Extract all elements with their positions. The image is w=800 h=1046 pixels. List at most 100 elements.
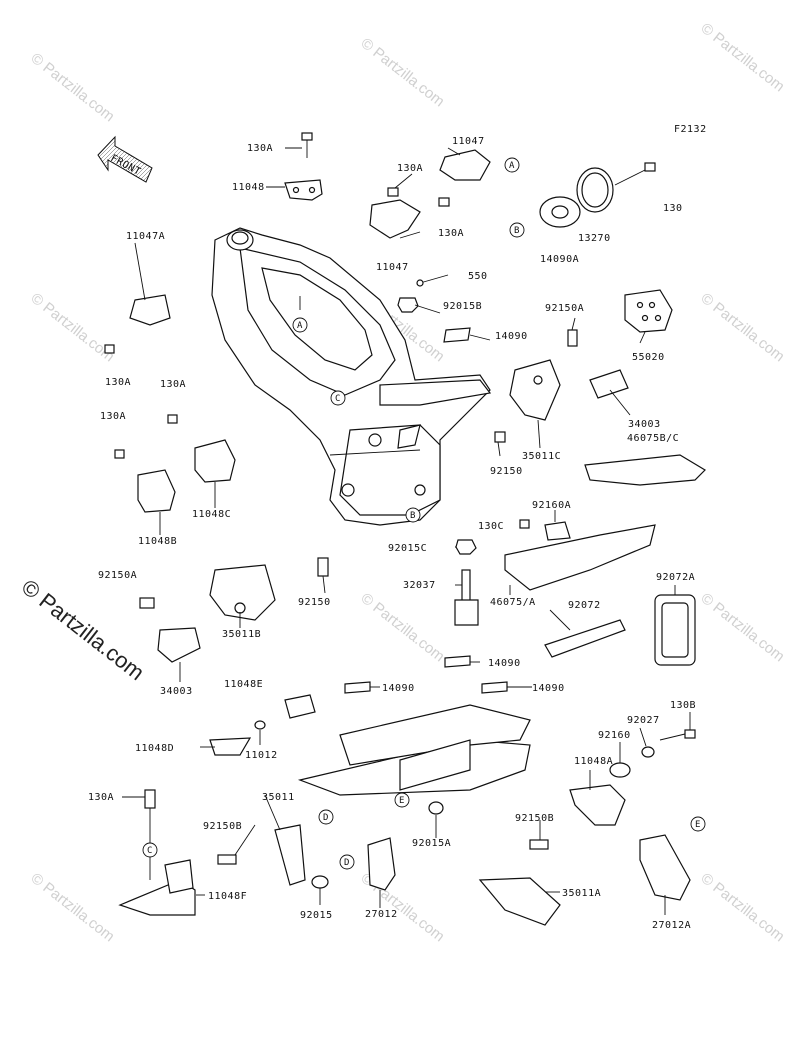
bracket-11048c (194, 439, 236, 483)
bracket-11047a (104, 294, 171, 354)
footrest-bracket-35011a (478, 877, 561, 926)
footrest-55020 (624, 289, 673, 333)
watermark-text: © Partzilla.com (698, 870, 788, 946)
ref-circle: A (504, 157, 520, 173)
part-label: 92015A (412, 838, 451, 849)
ref-circle: B (405, 507, 421, 523)
part-label: 130A (105, 377, 131, 388)
part-label: 35011A (562, 888, 601, 899)
footrest-bracket-35011 (274, 824, 306, 886)
svg-text:B: B (514, 226, 519, 236)
part-label: 14090 (382, 683, 415, 694)
footrest-bracket-35011b (209, 564, 276, 621)
part-label: 11048E (224, 679, 263, 690)
part-label: 92072 (568, 600, 601, 611)
ref-circle: B (509, 222, 525, 238)
part-label: 92150 (490, 466, 523, 477)
pads-14090 (344, 655, 508, 694)
bracket-11048a (569, 784, 626, 826)
pad-14090 (443, 327, 471, 343)
part-label: 46075/A (490, 597, 536, 608)
svg-text:A: A (297, 321, 303, 331)
part-label: 550 (468, 271, 488, 282)
ref-circle: E (690, 816, 706, 832)
bolt-130a-low (144, 789, 156, 809)
svg-text:B: B (410, 511, 415, 521)
watermark-text: © Partzilla.com (28, 290, 118, 366)
part-label: 35011C (522, 451, 561, 462)
front-arrow-icon: FRONT (97, 135, 153, 183)
grommet-92160a (544, 521, 571, 541)
bolts-130a-left (114, 414, 178, 459)
watermark-side: © Partzilla.com (17, 574, 149, 685)
part-label: 32037 (403, 580, 436, 591)
part-label: 14090A (540, 254, 579, 265)
part-label: 92150A (545, 303, 584, 314)
watermark-text: © Partzilla.com (358, 590, 448, 666)
subframe (297, 704, 531, 796)
part-label: 11047A (126, 231, 165, 242)
part-label: 130A (247, 143, 273, 154)
footrest-bracket-35011c (509, 359, 561, 421)
guard-27012 (367, 837, 396, 891)
part-label: 92015B (443, 301, 482, 312)
part-label: 92150A (98, 570, 137, 581)
bolt-92150b-l (217, 854, 237, 865)
part-label: 35011B (222, 629, 261, 640)
bracket-11048e (284, 694, 316, 719)
part-label: 130B (670, 700, 696, 711)
watermark-text: © Partzilla.com (698, 20, 788, 96)
ref-circle: C (330, 390, 346, 406)
part-label: 130A (397, 163, 423, 174)
cap-11012 (254, 720, 266, 730)
part-label: 13270 (578, 233, 611, 244)
peg-34003-l (157, 627, 201, 663)
part-label: 92015C (388, 543, 427, 554)
ref-circle: D (318, 809, 334, 825)
ref-circle: C (142, 842, 158, 858)
bracket-11048d (209, 737, 252, 756)
part-label: 27012A (652, 920, 691, 931)
part-label: 92072A (656, 572, 695, 583)
part-label: 11048C (192, 509, 231, 520)
bracket-11047-upper (439, 149, 491, 181)
ring-13270 (576, 167, 614, 213)
bracket-11048 (284, 179, 323, 201)
part-label: 11048A (574, 756, 613, 767)
peg-34003-r (589, 369, 629, 399)
part-label: 92150B (515, 813, 554, 824)
nut-92015a (428, 801, 444, 815)
ref-circle: D (339, 854, 355, 870)
part-label: 11048D (135, 743, 174, 754)
main-frame (211, 227, 492, 526)
part-label: 35011 (262, 792, 295, 803)
part-label: 55020 (632, 352, 665, 363)
part-label: 130 (663, 203, 683, 214)
part-label: 34003 (160, 686, 193, 697)
part-label: 11012 (245, 750, 278, 761)
part-label: 130A (100, 411, 126, 422)
collar-92027 (641, 746, 655, 758)
nut-92015 (311, 875, 329, 889)
part-label: 11048F (208, 891, 247, 902)
bracket-11048b (137, 469, 176, 513)
strap-92072a (654, 594, 696, 666)
ring-14090a (539, 196, 581, 228)
svg-text:D: D (323, 813, 328, 823)
bolt-130b (659, 729, 696, 741)
part-label: 11048 (232, 182, 265, 193)
svg-text:E: E (695, 820, 700, 830)
svg-text:E: E (399, 796, 404, 806)
part-label: 92150B (203, 821, 242, 832)
watermark-text: © Partzilla.com (28, 50, 118, 126)
ref-circle: E (394, 792, 410, 808)
watermark-text: © Partzilla.com (28, 870, 118, 946)
bolt-92150b-r (529, 839, 549, 850)
svg-text:D: D (344, 858, 349, 868)
bracket-11047-lower (369, 199, 421, 239)
svg-text:C: C (147, 846, 152, 856)
bracket-11048f (118, 859, 196, 916)
watermark-text: © Partzilla.com (698, 590, 788, 666)
part-label: 92015 (300, 910, 333, 921)
